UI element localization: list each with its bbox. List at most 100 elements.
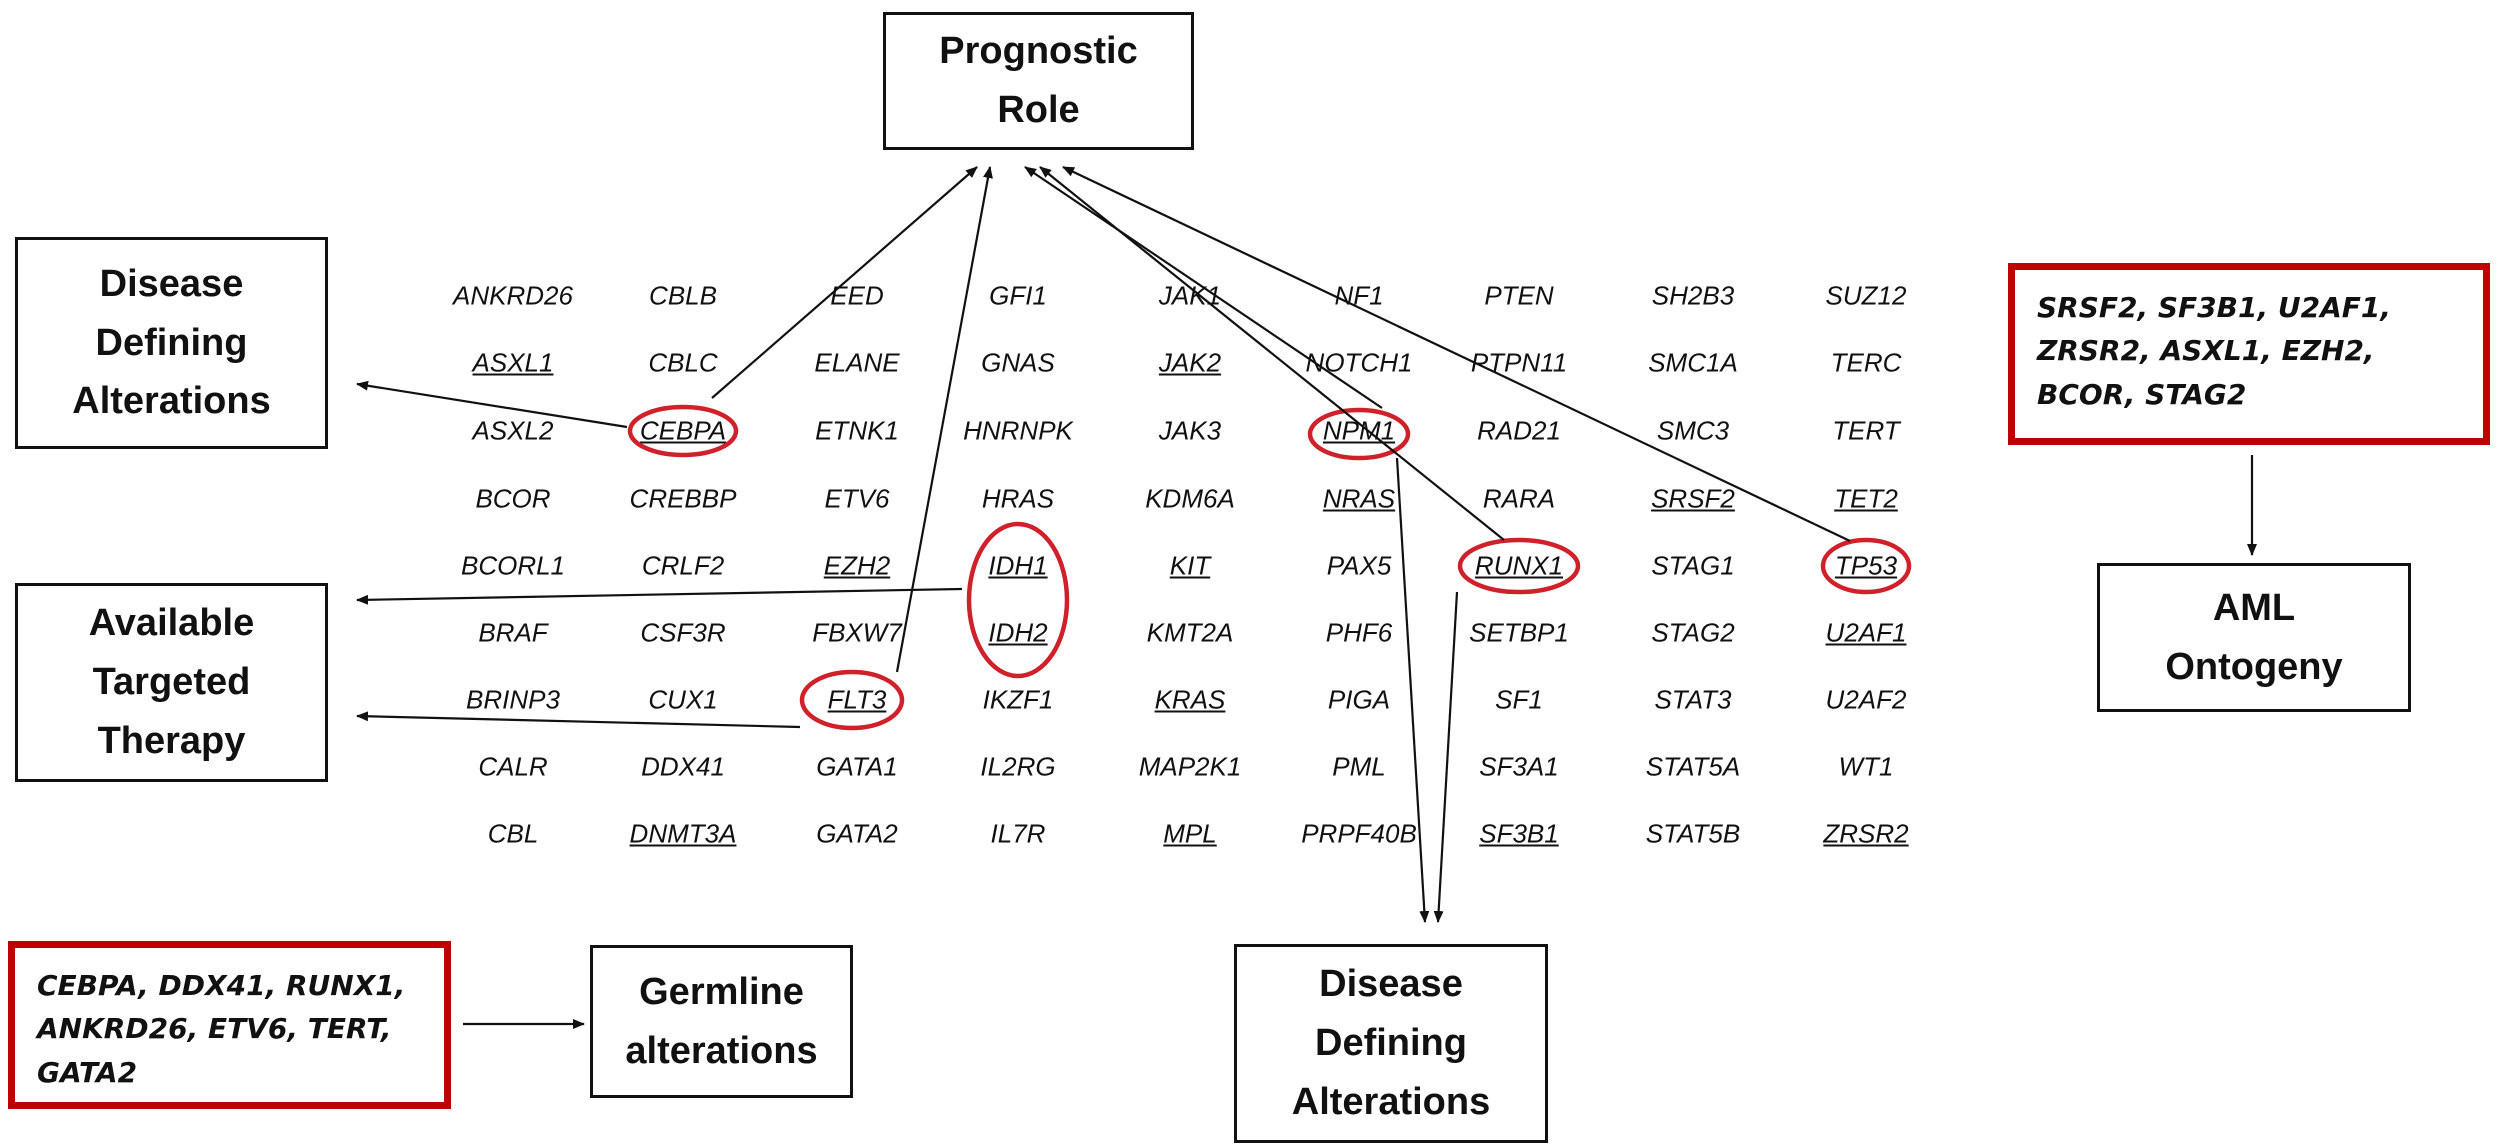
arrow-flt3-to-prognostic — [895, 166, 993, 673]
idh1-idh2-highlight-circle — [966, 521, 1070, 679]
gene-rara: RARA — [1482, 483, 1556, 514]
gene-pten: PTEN — [1484, 280, 1554, 311]
gene-npm1: NPM1 — [1322, 415, 1396, 446]
gene-smc1a: SMC1A — [1648, 347, 1738, 378]
arrow-cebpa-to-disease-defining — [356, 380, 628, 429]
gene-il7r: IL7R — [990, 818, 1046, 849]
gene-setbp1: SETBP1 — [1469, 617, 1569, 648]
gene-sf3a1: SF3A1 — [1479, 751, 1559, 782]
gene-u2af1: U2AF1 — [1825, 617, 1907, 648]
gene-wt1: WT1 — [1838, 751, 1894, 782]
aml-ontogeny-genes-text: SRSF2, SF3B1, U2AF1, ZRSR2, ASXL1, EZH2,… — [2037, 291, 2392, 411]
disease-defining-bottom-label: Disease Defining Alterations — [1291, 963, 1491, 1123]
gene-eed: EED — [830, 280, 884, 311]
gene-ddx41: DDX41 — [641, 751, 725, 782]
gene-asxl2: ASXL2 — [472, 415, 554, 446]
prognostic-role-box: Prognostic Role — [883, 12, 1194, 150]
gene-piga: PIGA — [1327, 684, 1391, 715]
gene-tp53: TP53 — [1834, 550, 1898, 581]
gene-runx1: RUNX1 — [1474, 550, 1564, 581]
gene-cux1: CUX1 — [648, 684, 718, 715]
gene-idh2: IDH2 — [988, 617, 1048, 648]
germline-genes-red-box: CEBPA, DDX41, RUNX1, ANKRD26, ETV6, TERT… — [8, 941, 451, 1109]
gene-ikzf1: IKZF1 — [982, 684, 1054, 715]
gene-brinp3: BRINP3 — [466, 684, 560, 715]
gene-rad21: RAD21 — [1477, 415, 1561, 446]
arrow-npm1-to-prognostic — [1024, 166, 1383, 409]
disease-defining-left-box: Disease Defining Alterations — [15, 237, 328, 449]
gene-gnas: GNAS — [981, 347, 1055, 378]
gene-bcorl1: BCORL1 — [460, 550, 566, 581]
disease-defining-bottom-box: Disease Defining Alterations — [1234, 944, 1548, 1143]
targeted-therapy-label: Available Targeted Therapy — [88, 602, 255, 762]
gene-terc: TERC — [1830, 347, 1902, 378]
gene-gata2: GATA2 — [816, 818, 898, 849]
disease-defining-left-label: Disease Defining Alterations — [72, 262, 271, 423]
arrow-flt3-to-targeted-therapy — [356, 711, 801, 729]
gene-cblc: CBLC — [648, 347, 718, 378]
arrow-npm1-to-disease-defining — [1395, 457, 1430, 923]
gene-nras: NRAS — [1322, 483, 1396, 514]
gene-smc3: SMC3 — [1656, 415, 1730, 446]
gene-etnk1: ETNK1 — [815, 415, 899, 446]
aml-ontogeny-box: AML Ontogeny — [2097, 563, 2411, 712]
gene-csf3r: CSF3R — [640, 617, 726, 648]
gene-pax5: PAX5 — [1326, 550, 1392, 581]
arrow-idh-to-targeted-therapy — [356, 587, 963, 605]
gene-calr: CALR — [478, 751, 548, 782]
arrow-runx1-to-prognostic — [1039, 166, 1505, 541]
arrow-tp53-to-prognostic — [1062, 166, 1851, 542]
germline-alterations-box: Germline alterations — [590, 945, 853, 1098]
gene-jak2: JAK2 — [1158, 347, 1222, 378]
gene-crlf2: CRLF2 — [641, 550, 725, 581]
gene-u2af2: U2AF2 — [1825, 684, 1907, 715]
gene-prpf40b: PRPF40B — [1301, 818, 1417, 849]
runx1-highlight-circle — [1457, 537, 1581, 595]
gene-etv6: ETV6 — [824, 483, 890, 514]
gene-stat5a: STAT5A — [1645, 751, 1741, 782]
gene-sf3b1: SF3B1 — [1479, 818, 1559, 849]
npm1-highlight-circle — [1307, 407, 1411, 461]
germline-alterations-label: Germline alterations — [625, 970, 818, 1072]
gene-idh1: IDH1 — [988, 550, 1048, 581]
gene-braf: BRAF — [478, 617, 548, 648]
aml-ontogeny-genes-red-box: SRSF2, SF3B1, U2AF1, ZRSR2, ASXL1, EZH2,… — [2008, 263, 2490, 445]
gene-flt3: FLT3 — [827, 684, 887, 715]
gene-mpl: MPL — [1163, 818, 1217, 849]
gene-stat3: STAT3 — [1654, 684, 1732, 715]
gene-hnrnpk: HNRNPK — [963, 415, 1073, 446]
gene-stat5b: STAT5B — [1645, 818, 1741, 849]
gene-kras: KRAS — [1154, 684, 1226, 715]
gene-zrsr2: ZRSR2 — [1823, 818, 1909, 849]
gene-kit: KIT — [1169, 550, 1211, 581]
gene-tert: TERT — [1832, 415, 1900, 446]
gene-srsf2: SRSF2 — [1651, 483, 1735, 514]
gene-dnmt3a: DNMT3A — [629, 818, 737, 849]
gene-suz12: SUZ12 — [1825, 280, 1907, 311]
gene-bcor: BCOR — [475, 483, 551, 514]
gene-notch1: NOTCH1 — [1305, 347, 1413, 378]
aml-ontogeny-label: AML Ontogeny — [2165, 586, 2343, 688]
gene-pml: PML — [1332, 751, 1386, 782]
gene-hras: HRAS — [981, 483, 1055, 514]
gene-elane: ELANE — [814, 347, 900, 378]
gene-gata1: GATA1 — [816, 751, 898, 782]
gene-cblb: CBLB — [649, 280, 717, 311]
gene-sh2b3: SH2B3 — [1651, 280, 1735, 311]
gene-nf1: NF1 — [1334, 280, 1384, 311]
targeted-therapy-box: Available Targeted Therapy — [15, 583, 328, 782]
gene-asxl1: ASXL1 — [472, 347, 554, 378]
gene-stag1: STAG1 — [1651, 550, 1735, 581]
gene-stag2: STAG2 — [1651, 617, 1735, 648]
gene-ezh2: EZH2 — [823, 550, 891, 581]
gene-cbl: CBL — [487, 818, 539, 849]
gene-ptpn11: PTPN11 — [1470, 347, 1568, 378]
cebpa-highlight-circle — [627, 404, 739, 458]
gene-kdm6a: KDM6A — [1145, 483, 1235, 514]
gene-il2rg: IL2RG — [980, 751, 1056, 782]
tp53-highlight-circle — [1820, 537, 1912, 595]
flt3-highlight-circle — [799, 669, 905, 731]
germline-genes-text: CEBPA, DDX41, RUNX1, ANKRD26, ETV6, TERT… — [37, 969, 406, 1089]
